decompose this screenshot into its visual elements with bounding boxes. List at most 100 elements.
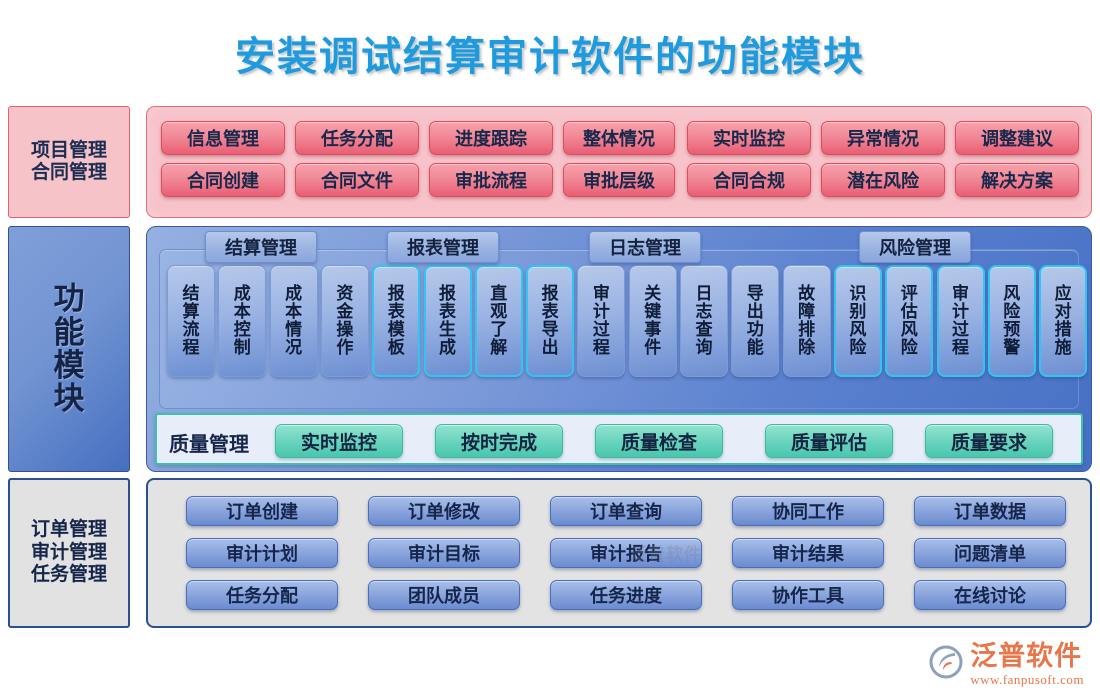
pill-task-1[interactable]: 任务分配: [186, 580, 338, 610]
function-card-2-char-4: 制: [233, 338, 251, 358]
quality-pill-3[interactable]: 质量检查: [595, 424, 723, 458]
pill-audit-3[interactable]: 审计报告: [550, 538, 702, 568]
tab-2[interactable]: 报表管理: [387, 231, 499, 263]
function-card-15-char-1: 评: [900, 283, 918, 303]
order-pill-row: 订单创建订单修改订单查询协同工作订单数据: [148, 496, 1094, 526]
pill-contract-2[interactable]: 合同文件: [295, 163, 419, 197]
pill-contract-4[interactable]: 审批层级: [563, 163, 675, 197]
function-card-10-char-4: 件: [644, 338, 662, 358]
pill-order-2[interactable]: 订单修改: [368, 496, 520, 526]
function-card-8-char-4: 出: [541, 338, 559, 358]
pill-project-1[interactable]: 信息管理: [161, 121, 285, 155]
function-card-10-char-3: 事: [644, 320, 662, 339]
pill-project-3[interactable]: 进度跟踪: [429, 121, 553, 155]
label-char-gong: 功: [53, 281, 85, 317]
pill-order-4[interactable]: 协同工作: [732, 496, 884, 526]
pill-order-1[interactable]: 订单创建: [186, 496, 338, 526]
function-card-9[interactable]: 审计过程: [577, 265, 626, 377]
pill-project-4[interactable]: 整体情况: [563, 121, 675, 155]
function-card-3[interactable]: 成本情况: [269, 265, 318, 377]
function-card-14-char-1: 识: [849, 283, 867, 303]
function-card-18-char-2: 对: [1054, 301, 1072, 321]
label-line-task: 任务管理: [30, 564, 107, 586]
pill-project-5[interactable]: 实时监控: [687, 121, 811, 155]
function-card-18[interactable]: 应对措施: [1039, 265, 1088, 377]
quality-management-strip: 质量管理 实时监控按时完成质量检查质量评估质量要求: [155, 413, 1083, 465]
function-card-11-char-1: 日: [695, 283, 713, 303]
function-module-panel: 结算管理报表管理日志管理风险管理 结算流程成本控制成本情况资金操作报表模板报表生…: [146, 226, 1092, 472]
pill-task-5[interactable]: 在线讨论: [914, 580, 1066, 610]
pill-task-3[interactable]: 任务进度: [550, 580, 702, 610]
function-card-17-char-4: 警: [1003, 338, 1021, 358]
label-char-neng: 能: [53, 314, 85, 350]
pill-project-7[interactable]: 调整建议: [955, 121, 1079, 155]
function-card-13-char-3: 排: [798, 320, 816, 339]
tab-4[interactable]: 风险管理: [859, 231, 971, 263]
function-card-5-char-2: 表: [387, 301, 405, 321]
pill-order-5[interactable]: 订单数据: [914, 496, 1066, 526]
function-card-4[interactable]: 资金操作: [320, 265, 369, 377]
pill-order-3[interactable]: 订单查询: [550, 496, 702, 526]
function-card-14[interactable]: 识别风险: [833, 265, 882, 377]
order-audit-task-band: 订单管理 审计管理 任务管理 订单创建订单修改订单查询协同工作订单数据 审计计划…: [8, 478, 1092, 628]
function-card-17-char-1: 风: [1003, 283, 1021, 303]
function-card-16[interactable]: 审计过程: [936, 265, 985, 377]
function-card-8[interactable]: 报表导出: [526, 265, 575, 377]
label-char-kuai: 块: [53, 381, 85, 417]
function-card-1[interactable]: 结算流程: [167, 265, 215, 377]
function-card-9-char-3: 过: [592, 320, 610, 339]
pill-project-2[interactable]: 任务分配: [295, 121, 419, 155]
function-card-2-char-1: 成: [233, 283, 251, 303]
function-card-12-char-2: 出: [746, 301, 764, 321]
function-card-5-char-4: 板: [387, 338, 405, 358]
function-card-1-char-2: 算: [182, 301, 200, 321]
project-contract-band: 项目管理 合同管理 信息管理任务分配进度跟踪整体情况实时监控异常情况调整建议 合…: [8, 106, 1092, 218]
function-card-11-char-3: 查: [695, 320, 713, 339]
quality-pill-4[interactable]: 质量评估: [765, 424, 893, 458]
pill-contract-5[interactable]: 合同合规: [687, 163, 811, 197]
pill-contract-6[interactable]: 潜在风险: [821, 163, 945, 197]
function-card-15-char-3: 风: [900, 320, 918, 339]
function-card-13[interactable]: 故障排除: [782, 265, 831, 377]
pill-audit-4[interactable]: 审计结果: [732, 538, 884, 568]
project-contract-panel: 信息管理任务分配进度跟踪整体情况实时监控异常情况调整建议 合同创建合同文件审批流…: [146, 106, 1092, 218]
function-card-12[interactable]: 导出功能: [731, 265, 780, 377]
function-card-3-char-2: 本: [285, 301, 303, 321]
quality-pill-1[interactable]: 实时监控: [275, 424, 403, 458]
function-card-5[interactable]: 报表模板: [372, 265, 421, 377]
function-card-15[interactable]: 评估风险: [885, 265, 934, 377]
function-module-band: 功 能 模 块 结算管理报表管理日志管理风险管理 结算流程成本控制成本情况资金操…: [8, 226, 1092, 472]
tab-1[interactable]: 结算管理: [205, 231, 317, 263]
pill-task-4[interactable]: 协作工具: [732, 580, 884, 610]
function-card-10[interactable]: 关键事件: [628, 265, 677, 377]
function-card-7-char-4: 解: [490, 338, 508, 358]
function-card-11[interactable]: 日志查询: [680, 265, 728, 377]
function-card-18-char-4: 施: [1054, 338, 1072, 358]
function-card-7[interactable]: 直观了解: [474, 265, 523, 377]
function-card-6[interactable]: 报表生成: [423, 265, 472, 377]
page-title: 安装调试结算审计软件的功能模块: [235, 35, 865, 79]
pill-contract-1[interactable]: 合同创建: [161, 163, 285, 197]
quality-pill-5[interactable]: 质量要求: [925, 424, 1053, 458]
audit-pill-row: 审计计划审计目标审计报告审计结果问题清单: [148, 538, 1094, 568]
pill-audit-1[interactable]: 审计计划: [186, 538, 338, 568]
function-card-17[interactable]: 风险预警: [987, 265, 1036, 377]
function-card-14-char-4: 险: [849, 338, 867, 358]
function-card-16-char-2: 计: [952, 301, 969, 321]
function-card-4-char-3: 操: [336, 320, 354, 339]
function-card-10-char-2: 键: [644, 301, 662, 321]
function-card-2[interactable]: 成本控制: [218, 265, 267, 377]
function-card-2-char-3: 控: [233, 320, 251, 339]
label-line-audit: 审计管理: [30, 541, 107, 563]
tab-3[interactable]: 日志管理: [589, 231, 701, 263]
label-line-order: 订单管理: [30, 519, 107, 541]
pill-contract-3[interactable]: 审批流程: [429, 163, 553, 197]
pill-task-2[interactable]: 团队成员: [368, 580, 520, 610]
quality-pill-2[interactable]: 按时完成: [435, 424, 563, 458]
pill-audit-2[interactable]: 审计目标: [368, 538, 520, 568]
function-card-17-char-3: 预: [1003, 320, 1021, 339]
pill-project-6[interactable]: 异常情况: [821, 121, 945, 155]
pill-audit-5[interactable]: 问题清单: [914, 538, 1066, 568]
pill-contract-7[interactable]: 解决方案: [955, 163, 1079, 197]
